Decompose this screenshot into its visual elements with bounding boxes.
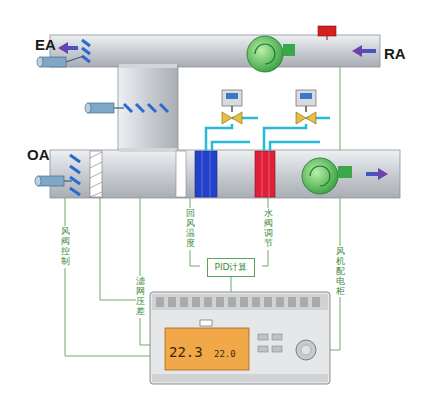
process-box: PID计算 <box>207 258 254 277</box>
signal-label: 水阀调节 <box>264 208 273 250</box>
signal-label: 风阀控制 <box>61 226 70 268</box>
controller-unit: 22.3 22.0 <box>150 292 330 384</box>
air-label: RA <box>383 45 407 62</box>
signal-line <box>230 277 231 292</box>
lcd-reading: 22.3 <box>169 344 203 360</box>
signal-label: 回风温度 <box>186 208 195 250</box>
box-text: PID计算 <box>214 261 247 274</box>
signal-label: 滤网压差 <box>136 276 145 318</box>
signal-label: 风机配电柜 <box>336 246 345 297</box>
air-label: EA <box>34 36 57 53</box>
lcd-reading: 22.0 <box>214 349 236 359</box>
air-label: OA <box>26 146 51 163</box>
